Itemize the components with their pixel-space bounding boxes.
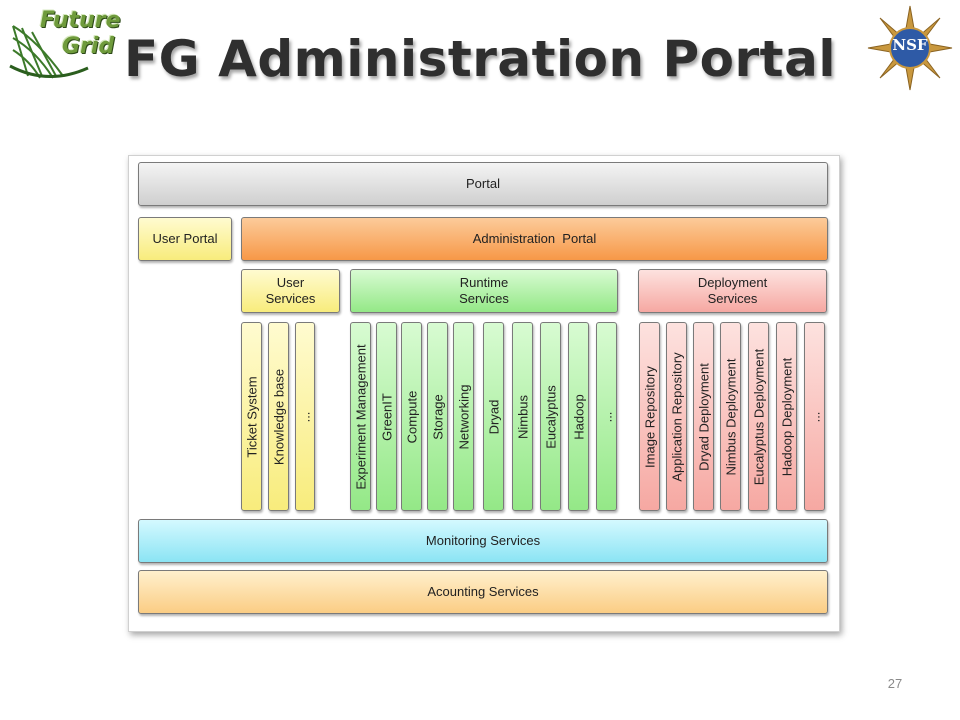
runtime-service-label: ... — [599, 411, 614, 422]
portal-box: Portal — [138, 162, 828, 206]
runtime-service-item: Experiment Management — [350, 322, 371, 511]
slide-title: FG Administration Portal — [124, 30, 836, 88]
runtime-service-item: Hadoop — [568, 322, 589, 511]
deployment-service-label: ... — [807, 411, 822, 422]
page-number: 27 — [887, 676, 903, 691]
user-service-label: Ticket System — [244, 375, 259, 458]
deployment-service-label: Eucalyptus Deployment — [751, 348, 766, 485]
deployment-service-item: Nimbus Deployment — [720, 322, 741, 511]
runtime-services-header: Runtime Services — [350, 269, 618, 313]
runtime-service-label: Compute — [404, 390, 419, 443]
runtime-service-label: Nimbus — [515, 394, 530, 439]
runtime-service-label: Dryad — [486, 399, 501, 434]
runtime-service-label: Hadoop — [571, 393, 586, 440]
deployment-service-label: Hadoop Deployment — [779, 357, 794, 476]
deployment-service-item: ... — [804, 322, 825, 511]
runtime-service-item: GreenIT — [376, 322, 397, 511]
administration-portal-box: Administration Portal — [241, 217, 828, 261]
user-services-header: User Services — [241, 269, 340, 313]
futuregrid-logo — [8, 6, 118, 82]
deployment-service-item: Hadoop Deployment — [776, 322, 797, 511]
deployment-service-item: Eucalyptus Deployment — [748, 322, 769, 511]
deployment-service-label: Nimbus Deployment — [723, 357, 738, 476]
runtime-service-label: Experiment Management — [353, 343, 368, 490]
deployment-service-label: Image Repository — [642, 365, 657, 468]
user-service-item: ... — [295, 322, 315, 511]
user-service-label: Knowledge base — [271, 368, 286, 465]
deployment-service-item: Dryad Deployment — [693, 322, 714, 511]
runtime-service-item: Dryad — [483, 322, 504, 511]
runtime-service-item: Networking — [453, 322, 474, 511]
runtime-service-label: Storage — [430, 393, 445, 440]
user-portal-box: User Portal — [138, 217, 232, 261]
deployment-service-label: Dryad Deployment — [696, 362, 711, 471]
deployment-service-item: Application Repository — [666, 322, 687, 511]
logo-text-grid: Grid — [62, 34, 115, 59]
deployment-service-item: Image Repository — [639, 322, 660, 511]
runtime-service-label: GreenIT — [379, 392, 394, 441]
runtime-service-item: Eucalyptus — [540, 322, 561, 511]
nsf-seal-icon — [867, 5, 953, 91]
runtime-service-label: Networking — [456, 383, 471, 450]
runtime-service-item: ... — [596, 322, 617, 511]
monitoring-services-box: Monitoring Services — [138, 519, 828, 563]
accounting-services-box: Acounting Services — [138, 570, 828, 614]
user-service-item: Ticket System — [241, 322, 262, 511]
grid-globe-icon — [9, 25, 89, 79]
deployment-service-label: Application Repository — [669, 351, 684, 482]
nsf-logo-text: NSF — [892, 36, 928, 54]
user-service-label: ... — [297, 411, 313, 422]
architecture-diagram: Portal User Portal Administration Portal… — [128, 155, 840, 632]
user-service-item: Knowledge base — [268, 322, 289, 511]
runtime-service-item: Compute — [401, 322, 422, 511]
deployment-services-header: Deployment Services — [638, 269, 827, 313]
runtime-service-item: Nimbus — [512, 322, 533, 511]
runtime-service-item: Storage — [427, 322, 448, 511]
runtime-service-label: Eucalyptus — [543, 384, 558, 449]
logo-text-future: Future — [40, 8, 121, 33]
